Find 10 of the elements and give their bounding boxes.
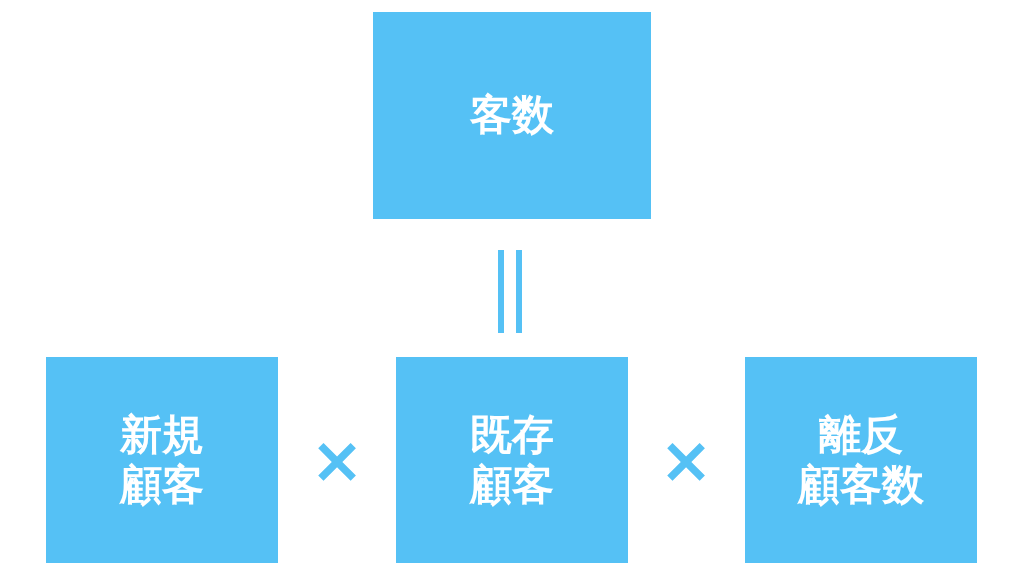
label-box [373, 12, 651, 219]
label-box [396, 357, 628, 563]
box-label: 客数 [470, 90, 554, 141]
label-box [745, 357, 977, 563]
label-box [46, 357, 278, 563]
multiply-sign: × [659, 428, 713, 492]
box-label: 離反顧客数 [796, 409, 925, 511]
box-label: 既存顧客 [468, 409, 555, 511]
box-label: 新規顧客 [118, 409, 205, 511]
multiply-sign: × [310, 428, 364, 492]
